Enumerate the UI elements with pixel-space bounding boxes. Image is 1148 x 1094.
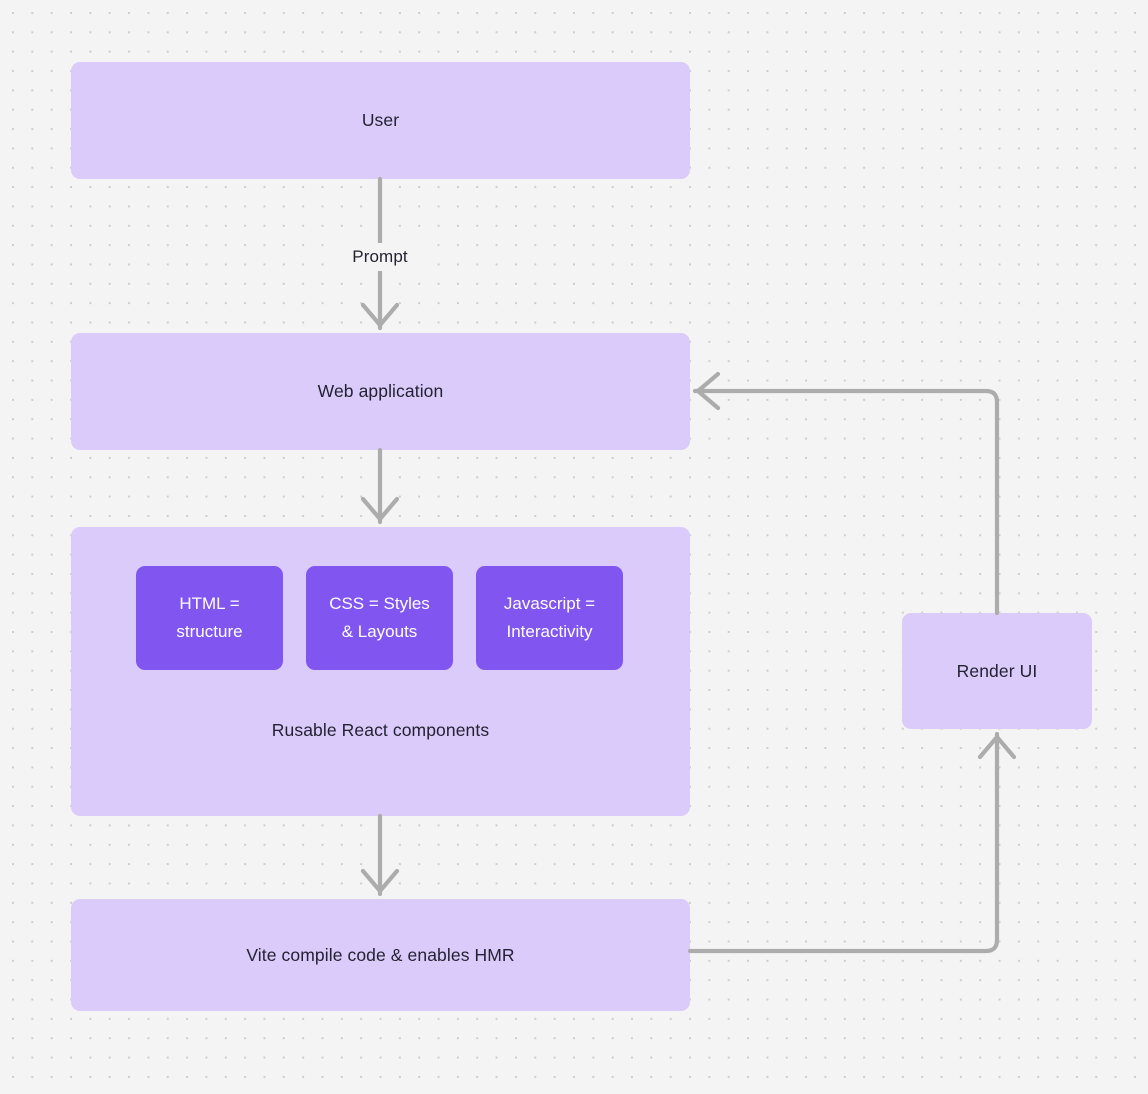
node-render-ui[interactable]: Render UI [902, 613, 1092, 729]
edge-label-prompt[interactable]: Prompt [338, 243, 422, 271]
node-css-label: CSS = Styles & Layouts [329, 594, 430, 641]
node-css[interactable]: CSS = Styles & Layouts [306, 566, 453, 670]
node-javascript-label: Javascript = Interactivity [503, 594, 596, 641]
components-group-caption-label: Rusable React components [271, 719, 490, 740]
node-vite-label: Vite compile code & enables HMR [246, 944, 515, 965]
edge-webapp-to-components[interactable] [360, 447, 400, 525]
edge-render-to-webapp[interactable] [692, 371, 1000, 616]
node-user[interactable]: User [71, 62, 690, 179]
node-render-ui-label: Render UI [956, 660, 1038, 681]
node-html-label: HTML = structure [176, 594, 243, 641]
components-group-caption: Rusable React components [71, 705, 690, 755]
node-web-application[interactable]: Web application [71, 333, 690, 450]
node-vite[interactable]: Vite compile code & enables HMR [71, 899, 690, 1011]
edge-vite-to-render[interactable] [687, 731, 1017, 954]
node-web-application-label: Web application [317, 381, 444, 401]
node-user-label: User [361, 110, 400, 130]
node-javascript[interactable]: Javascript = Interactivity [476, 566, 623, 670]
node-html[interactable]: HTML = structure [136, 566, 283, 670]
edge-components-to-vite[interactable] [360, 813, 400, 897]
edge-label-prompt-text: Prompt [352, 247, 408, 266]
